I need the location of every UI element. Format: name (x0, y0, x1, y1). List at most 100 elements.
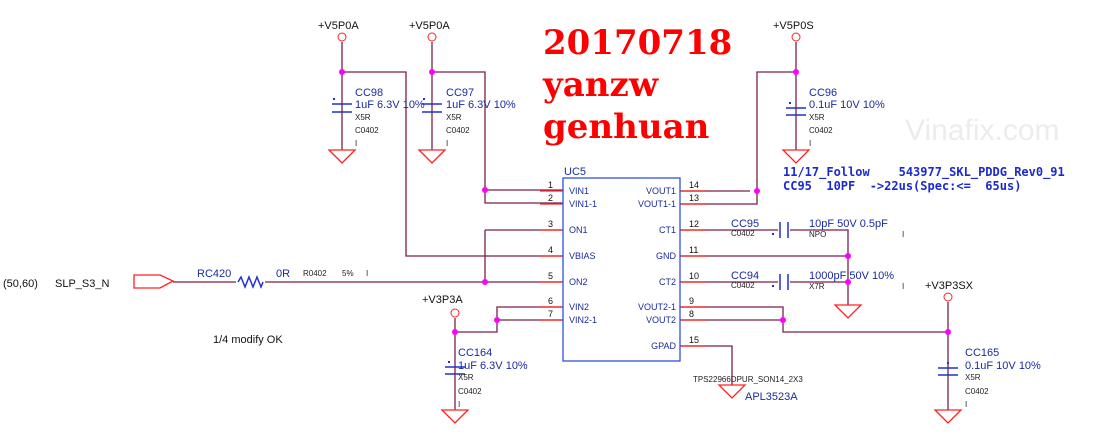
pin-name: ON2 (569, 277, 588, 287)
svg-text:0.1uF 10V 10%: 0.1uF 10V 10% (809, 99, 885, 111)
pin-name: GND (656, 251, 677, 261)
pin-number: 3 (548, 219, 553, 229)
pin-number: 12 (689, 219, 699, 229)
svg-text:I: I (446, 139, 448, 148)
pin-name: VBIAS (569, 251, 596, 261)
ground-symbols (327, 149, 963, 424)
svg-text:TPS22966DPUR_SON14_2X3: TPS22966DPUR_SON14_2X3 (693, 375, 803, 384)
svg-text:1uF 6.3V 10%: 1uF 6.3V 10% (446, 99, 516, 111)
pin-number: 14 (689, 180, 699, 190)
pin-number: 15 (689, 335, 699, 345)
pin-number: 9 (689, 296, 694, 306)
pin-name: VOUT1 (646, 186, 676, 196)
pin-number: 11 (689, 245, 698, 255)
stamp-name: yanzw (542, 65, 659, 105)
pin-number: 4 (548, 245, 553, 255)
svg-text:C0402: C0402 (809, 126, 833, 135)
pin-name: CT2 (659, 277, 676, 287)
power-rail-v5p0s: +V5P0S (773, 20, 814, 42)
svg-text:C0402: C0402 (355, 126, 379, 135)
power-rail-v5p0a-1: +V5P0A (318, 20, 359, 42)
svg-text:X5R: X5R (809, 113, 825, 122)
note-line-2: CC95 10PF ->22us(Spec:<= 65us) (783, 179, 1021, 193)
svg-text:+V5P0S: +V5P0S (773, 20, 814, 32)
svg-text:CC98: CC98 (355, 87, 383, 99)
pin-name: VOUT2 (646, 315, 676, 325)
svg-text:X7R: X7R (809, 282, 825, 291)
pin-name: VIN1-1 (569, 199, 597, 209)
svg-text:C0402: C0402 (458, 387, 482, 396)
svg-text:CC164: CC164 (458, 347, 492, 359)
svg-text:I: I (355, 139, 357, 148)
pin-number: 5 (548, 271, 553, 281)
svg-text:10pF 50V 0.5pF: 10pF 50V 0.5pF (809, 218, 888, 230)
pin-number: 7 (548, 309, 553, 319)
svg-text:I: I (902, 230, 904, 239)
pin-name: ON1 (569, 225, 588, 235)
power-rail-v3p3sx: +V3P3SX (925, 280, 974, 302)
modify-note: 1/4 modify OK (213, 334, 283, 346)
svg-text:C0402: C0402 (731, 229, 755, 238)
svg-text:(50,60): (50,60) (3, 278, 38, 290)
pin-number: 1 (548, 180, 553, 190)
svg-text:UC5: UC5 (564, 166, 586, 178)
power-rail-v5p0a-2: +V5P0A (409, 20, 450, 42)
svg-text:1uF 6.3V 10%: 1uF 6.3V 10% (355, 99, 425, 111)
svg-text:SLP_S3_N: SLP_S3_N (55, 278, 109, 290)
svg-text:CC94: CC94 (731, 270, 759, 282)
svg-text:X5R: X5R (446, 113, 462, 122)
port-slp-s3-n[interactable]: (50,60) SLP_S3_N (3, 274, 175, 290)
svg-text:C0402: C0402 (446, 126, 470, 135)
svg-text:0.1uF 10V 10%: 0.1uF 10V 10% (965, 360, 1041, 372)
pin-name: VIN2 (569, 302, 589, 312)
svg-text:+V5P0A: +V5P0A (409, 20, 450, 32)
svg-text:C0402: C0402 (731, 281, 755, 290)
pin-name: VOUT1-1 (638, 199, 676, 209)
svg-text:1000pF 50V 10%: 1000pF 50V 10% (809, 270, 894, 282)
svg-text:I: I (809, 139, 811, 148)
svg-text:CC96: CC96 (809, 87, 837, 99)
pin-number: 6 (548, 296, 553, 306)
watermark: Vinafix.com (905, 114, 1060, 147)
svg-text:I: I (458, 400, 460, 409)
svg-text:APL3523A: APL3523A (745, 391, 798, 403)
junctions (339, 69, 951, 335)
svg-text:I: I (366, 269, 368, 278)
svg-text:RC420: RC420 (197, 268, 231, 280)
pin-name: VIN1 (569, 186, 589, 196)
pin-name: VIN2-1 (569, 315, 597, 325)
svg-text:I: I (902, 282, 904, 291)
pin-name: GPAD (651, 341, 676, 351)
svg-text:X5R: X5R (965, 373, 981, 382)
pin-number: 2 (548, 193, 553, 203)
note-line-1: 11/17_Follow 543977_SKL_PDDG_Rev0_91 (783, 165, 1065, 180)
pin-number: 13 (689, 193, 699, 203)
svg-text:CC95: CC95 (731, 218, 759, 230)
pin-number: 8 (689, 309, 694, 319)
svg-text:0R: 0R (276, 268, 290, 280)
svg-text:1uF 6.3V 10%: 1uF 6.3V 10% (458, 360, 528, 372)
svg-text:NPO: NPO (809, 230, 826, 239)
svg-text:5%: 5% (342, 269, 354, 278)
svg-text:CC165: CC165 (965, 347, 999, 359)
svg-text:CC97: CC97 (446, 87, 474, 99)
svg-text:+V3P3A: +V3P3A (422, 294, 463, 306)
stamp-action: genhuan (543, 107, 709, 147)
power-rail-v3p3a: +V3P3A (422, 294, 463, 318)
pin-name: VOUT2-1 (638, 302, 676, 312)
svg-text:I: I (965, 400, 967, 409)
svg-text:+V3P3SX: +V3P3SX (925, 280, 974, 292)
pin-name: CT1 (659, 225, 676, 235)
svg-text:C0402: C0402 (965, 387, 989, 396)
svg-text:+V5P0A: +V5P0A (318, 20, 359, 32)
